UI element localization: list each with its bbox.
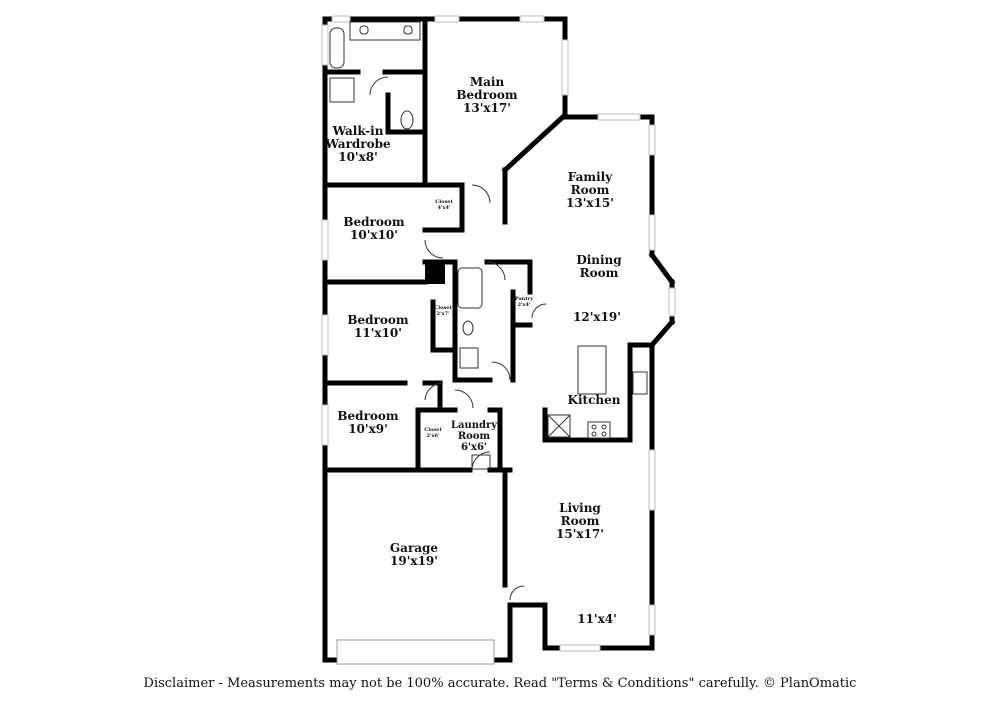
room-closet-3: Closet 2'x6' (424, 427, 442, 439)
room-name: Closet (435, 199, 453, 205)
room-dims: 11'x10' (354, 326, 402, 341)
room-bedroom-3: Bedroom 10'x9' (337, 409, 399, 437)
room-name-line1: Living (559, 501, 601, 515)
room-name-line1: Walk-in (332, 124, 384, 138)
room-name: Kitchen (567, 393, 621, 407)
room-dims: 13'x17' (463, 101, 511, 116)
room-dims: 6'x6' (460, 442, 487, 453)
room-name: Closet (424, 427, 442, 433)
room-name-line1: Family (567, 170, 613, 184)
room-garage: Garage 19'x19' (389, 541, 439, 569)
room-dims: 15'x17' (556, 527, 604, 542)
room-closet-1: Closet 4'x4' (435, 199, 453, 211)
room-dims: 10'x10' (350, 228, 398, 243)
room-dims: 19'x19' (390, 554, 438, 569)
room-name-line2: Room (579, 266, 619, 281)
room-dims: 2'x4' (517, 301, 531, 308)
room-name-line2: Room (560, 514, 600, 529)
room-laundry: Laundry Room 6'x6' (451, 420, 497, 453)
room-name: Bedroom (347, 313, 409, 327)
structural-column (425, 262, 445, 284)
room-living-room: Living Room 15'x17' (556, 501, 604, 542)
room-name-line1: Laundry (450, 420, 498, 431)
room-dims: 2'x6' (426, 432, 440, 439)
room-name: Pantry (514, 296, 534, 302)
room-name-line2: Room (457, 431, 491, 442)
room-family-room: Family Room 13'x15' (566, 170, 614, 211)
room-bedroom-1: Bedroom 10'x10' (343, 215, 405, 243)
room-name: Bedroom (343, 215, 405, 229)
room-dims: 2'x7' (436, 310, 450, 317)
room-name-line1: Dining (576, 253, 622, 267)
room-kitchen: Kitchen (567, 393, 621, 407)
room-main-bedroom: Main Bedroom 13'x17' (456, 75, 518, 116)
room-dims: 10'x8' (338, 150, 378, 165)
windows (321, 15, 676, 665)
doors (369, 76, 547, 601)
room-dims: 4'x4' (437, 204, 451, 211)
room-dims: 11'x4' (577, 612, 617, 626)
room-dims: 10'x9' (348, 422, 388, 437)
room-dining-dims: 12'x19' (573, 310, 621, 324)
room-bedroom-2: Bedroom 11'x10' (347, 313, 409, 341)
room-name-line2: Room (570, 183, 610, 198)
room-walk-in-wardrobe: Walk-in Wardrobe 10'x8' (325, 124, 391, 165)
room-name-line2: Wardrobe (325, 137, 391, 152)
room-name: Garage (389, 541, 439, 555)
room-closet-2: Closet 2'x7' (434, 305, 452, 317)
room-pantry: Pantry 2'x4' (514, 296, 534, 308)
room-dining-room: Dining Room (576, 253, 622, 281)
room-name: Closet (434, 305, 452, 311)
walls (322, 16, 676, 663)
room-name: Bedroom (337, 409, 399, 423)
disclaimer-text: Disclaimer - Measurements may not be 100… (143, 676, 857, 691)
room-entry: 11'x4' (577, 612, 617, 626)
room-name-line2: Bedroom (456, 88, 518, 103)
fixtures (329, 21, 648, 470)
room-dims: 13'x15' (566, 196, 614, 211)
room-dims: 12'x19' (573, 310, 621, 324)
room-name-line1: Main (469, 75, 505, 89)
